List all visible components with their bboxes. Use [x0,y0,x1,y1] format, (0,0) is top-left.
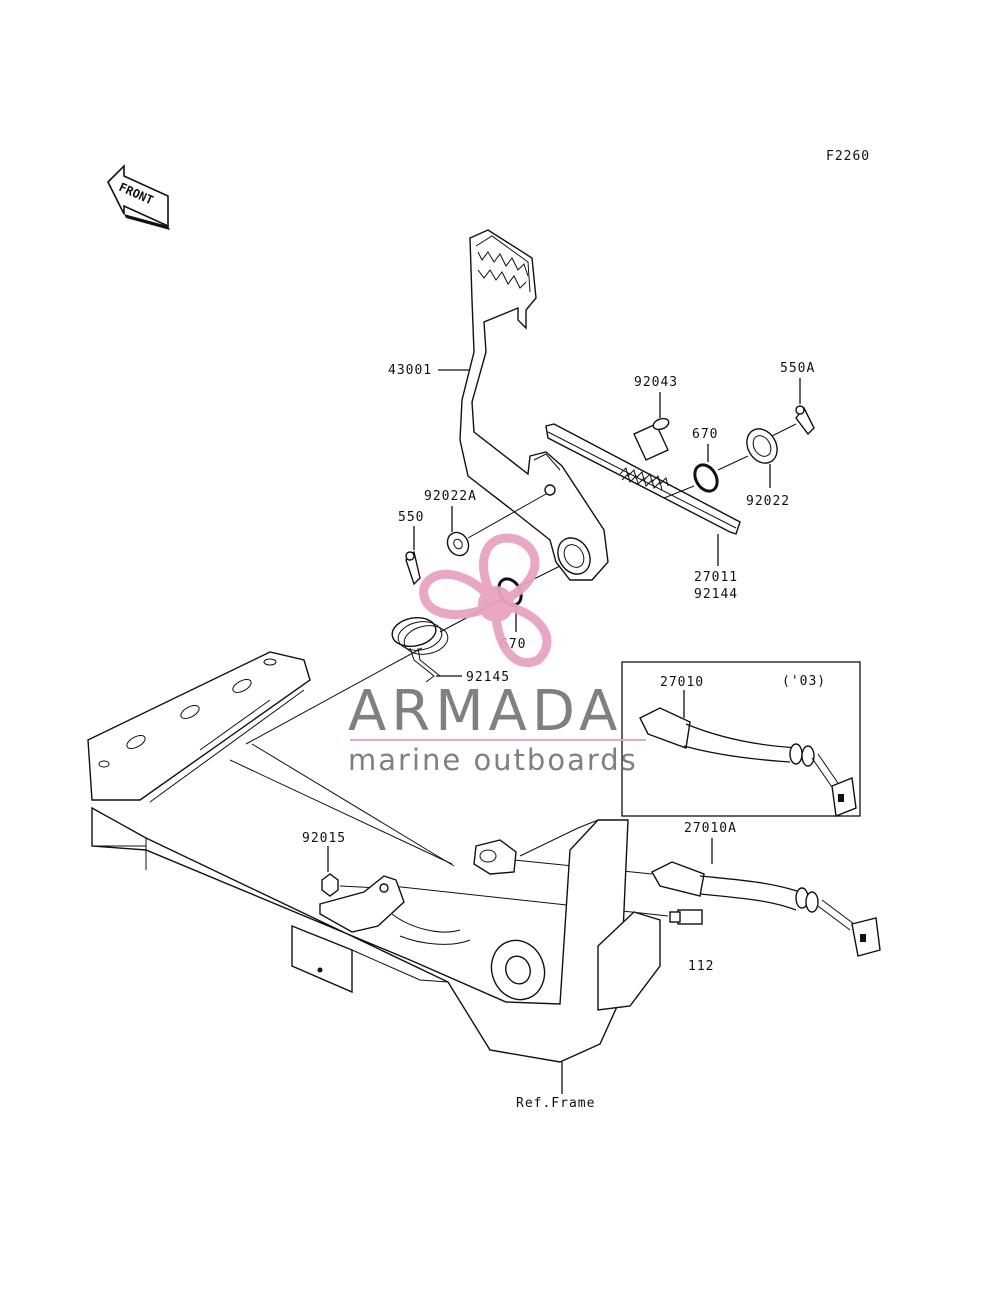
cotter-pin-550A [795,405,815,436]
washer-92022A [446,531,470,557]
armada-watermark: ARMADA marine outboards [348,533,646,777]
propeller-logo-icon [419,533,552,667]
label-92022A: 92022A [424,489,477,504]
cotter-pin-550 [405,550,421,586]
label-92043: 92043 [634,375,678,390]
label-550: 550 [398,510,424,525]
label-92145: 92145 [466,670,510,685]
bolt-112 [669,909,703,925]
o-ring-top [693,463,719,493]
label-ref-frame: Ref.Frame [516,1096,595,1111]
pin [633,417,670,461]
brake-pedal [459,229,609,581]
label-27011: 27011 [694,570,738,585]
nut-92015 [321,873,339,897]
label-43001: 43001 [388,363,432,378]
label-112: 112 [688,959,714,974]
label-670-top: 670 [692,427,718,442]
brake-switch-27010 [639,707,857,817]
label-27010A: 27010A [684,821,737,836]
watermark-brand: ARMADA [348,679,622,744]
diagram-code: F2260 [826,149,870,164]
brake-switch-27010A [651,861,881,957]
watermark-tagline: marine outboards [348,743,638,777]
label-27010: 27010 [660,675,704,690]
label-92144: 92144 [694,587,738,602]
variant-year: ('03) [782,674,826,689]
frame [87,651,661,1063]
label-92022: 92022 [746,494,790,509]
return-spring-small [619,467,669,491]
torsion-spring [391,616,449,683]
washer-92022 [746,428,778,464]
label-550A: 550A [780,361,815,376]
front-arrow-icon: FRONT [107,164,170,230]
label-92015: 92015 [302,831,346,846]
